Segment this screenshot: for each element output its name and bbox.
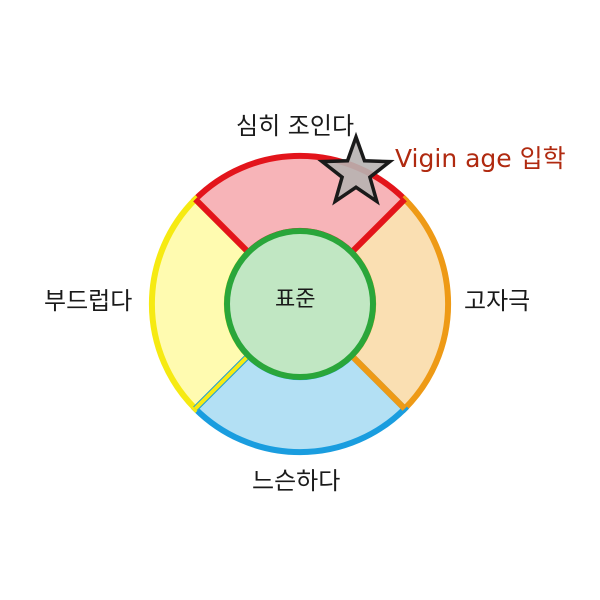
divider-top-left [193, 197, 251, 255]
label-center: 표준 [275, 287, 316, 312]
divider-left-lower [193, 354, 250, 411]
star-icon [317, 131, 395, 206]
label-left: 부드럽다 [44, 287, 133, 315]
center-circle [224, 228, 376, 380]
divider-bottom-right [349, 353, 407, 411]
divider-top-right [349, 197, 407, 255]
label-top: 심히 조인다 [236, 112, 355, 140]
label-bottom: 느슨하다 [252, 467, 341, 495]
annotation-text: Vigin age 입학 [395, 144, 566, 173]
label-right: 고자극 [464, 287, 531, 315]
